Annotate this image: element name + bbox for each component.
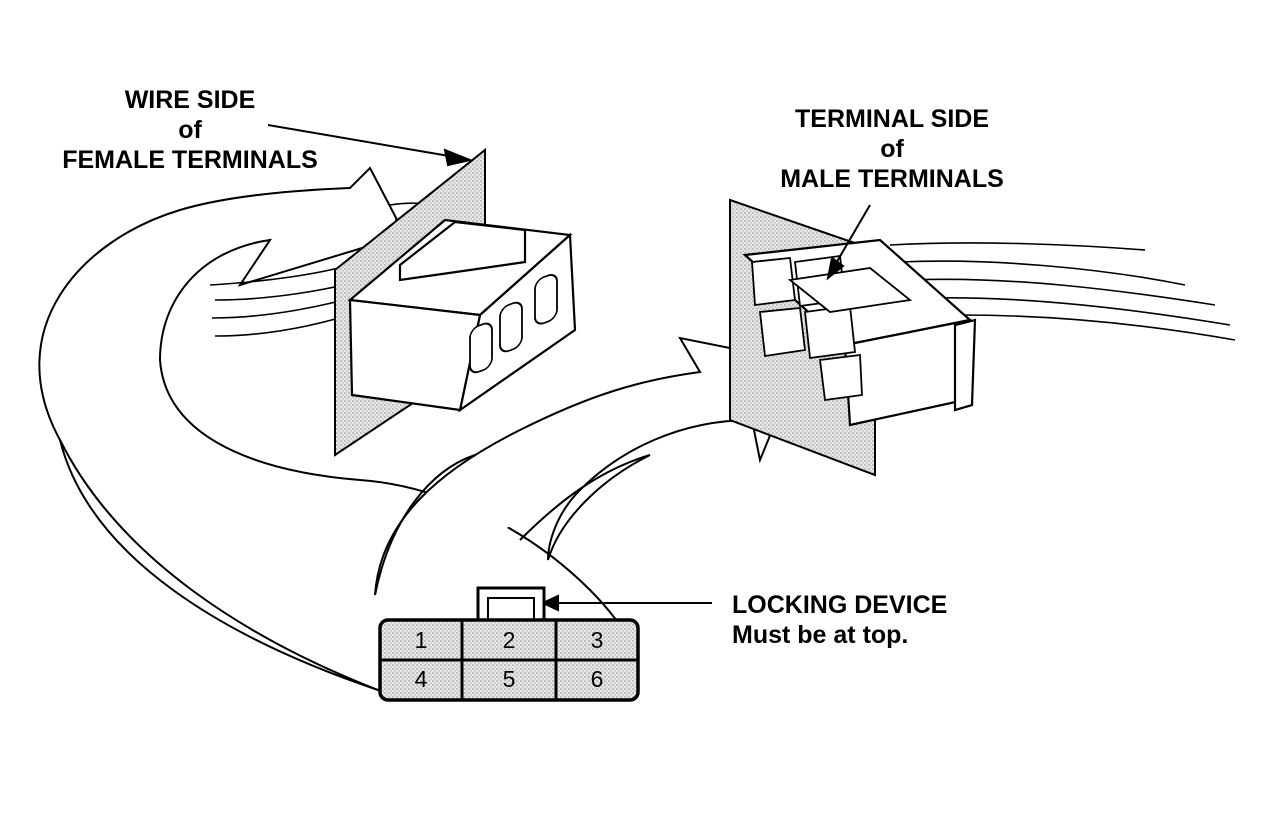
female-connector <box>209 147 577 457</box>
wire-side-line3: FEMALE TERMINALS <box>62 146 318 174</box>
pin-number: 2 <box>502 627 516 653</box>
terminal-side-line2: of <box>880 135 904 163</box>
wire-side-label: WIRE SIDE of FEMALE TERMINALS <box>40 85 340 175</box>
terminal-side-label: TERMINAL SIDE of MALE TERMINALS <box>742 104 1042 194</box>
pin-number: 4 <box>414 666 428 692</box>
right-curved-arrow <box>374 336 802 596</box>
pin-number: 5 <box>502 666 516 692</box>
wire-side-line2: of <box>178 116 202 144</box>
male-connector <box>729 198 1236 477</box>
locking-line2: Must be at top. <box>732 621 909 649</box>
pin-number: 1 <box>414 627 428 653</box>
terminal-side-line3: MALE TERMINALS <box>780 165 1004 193</box>
terminal-side-line1: TERMINAL SIDE <box>795 105 989 133</box>
pin-number: 3 <box>590 627 604 653</box>
locking-device-label: LOCKING DEVICE Must be at top. <box>732 590 947 650</box>
pin-grid <box>378 586 640 702</box>
wire-side-line1: WIRE SIDE <box>124 86 256 114</box>
leader-lines <box>267 124 871 612</box>
male-wires <box>889 242 1236 341</box>
pin-number: 6 <box>590 666 604 692</box>
locking-line1: LOCKING DEVICE <box>732 591 948 619</box>
